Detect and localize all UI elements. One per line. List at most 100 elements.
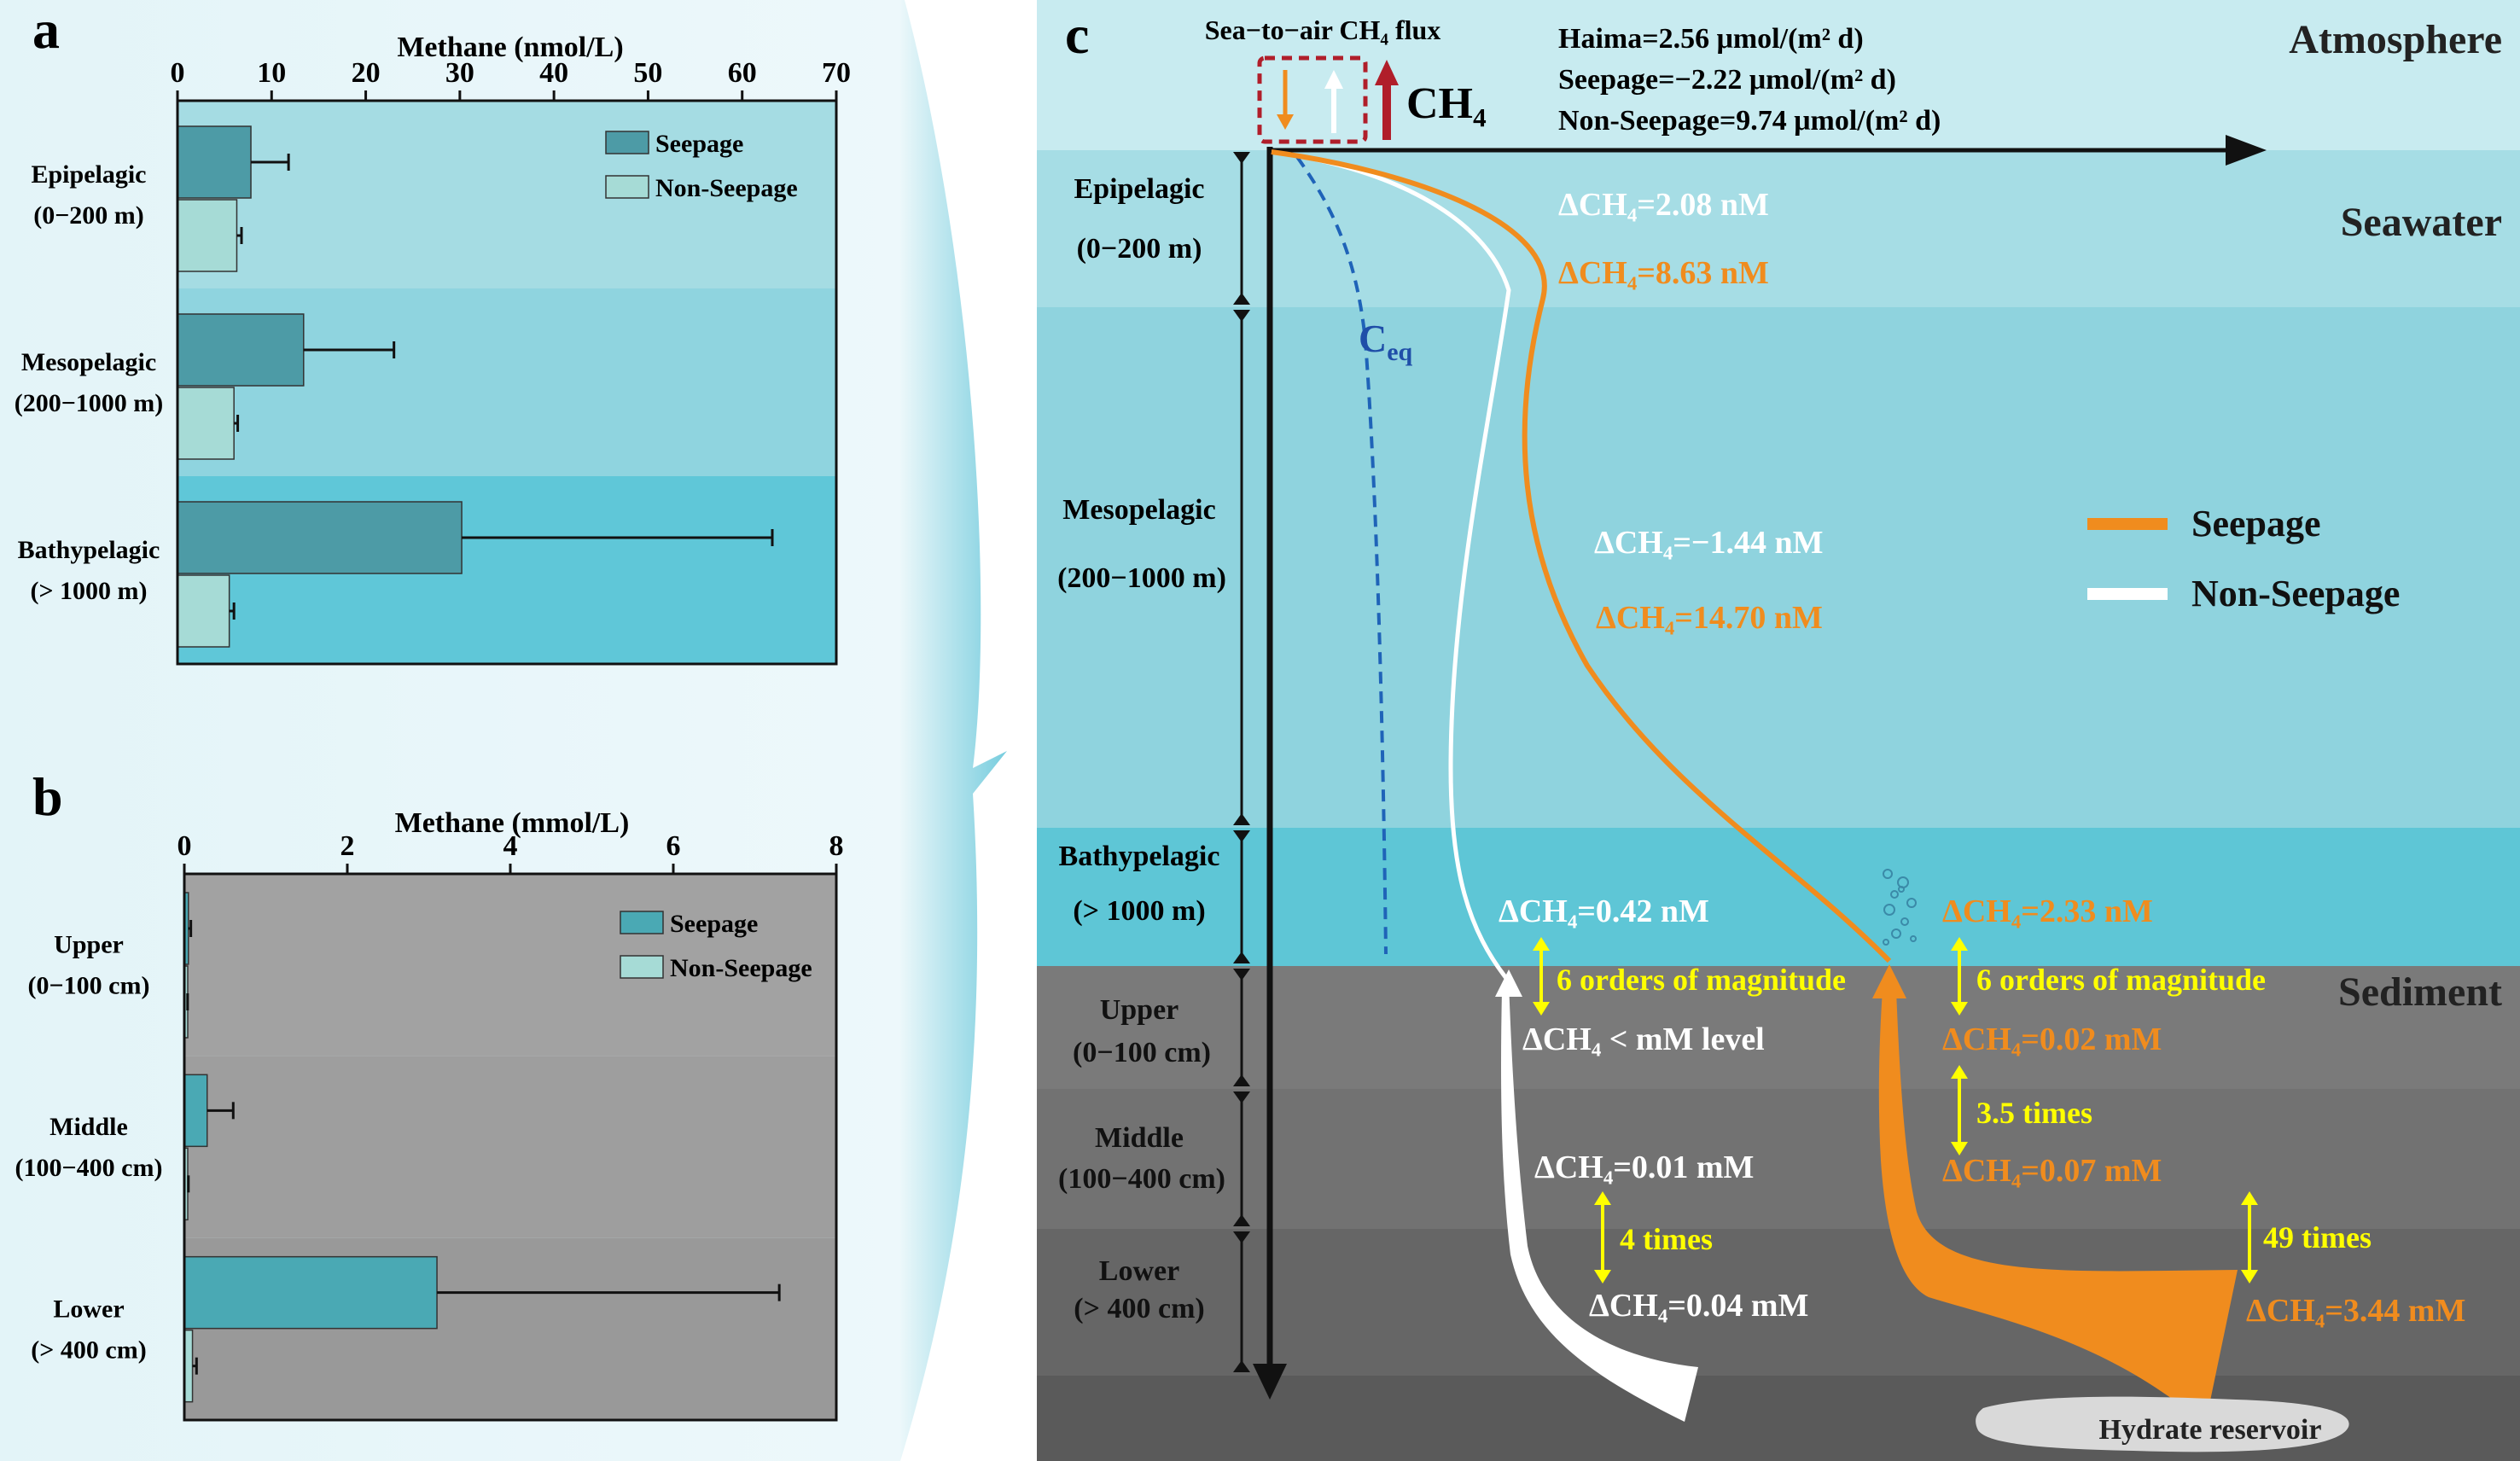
ann-white-upper: ΔCH₄ < mM level [1522,1022,1765,1057]
hydrate-reservoir-label: Hydrate reservoir [2099,1414,2322,1446]
layer-bathypelagic-range: (> 1000 m) [1073,895,1205,927]
panel-c-letter: c [1065,4,1089,65]
ann-yellow-non-seepage-orders: 6 orders of magnitude [1557,963,1846,997]
ann-white-epipelagic: ΔCH₄=2.08 nM [1558,187,1769,223]
mesopelagic-band [1037,307,2520,828]
b-xtick-label-1: 2 [340,830,355,862]
methane-bubbles [1883,869,1917,946]
panel-b-xlabel: Methane (mmol/L) [395,807,630,839]
a-legend-label-0: Seepage [655,130,743,158]
a-xtick-label-0: 0 [171,57,185,89]
seepage-sediment-flow [1878,990,2238,1425]
a-band-0 [178,101,836,288]
layer-epipelagic-range: (0−200 m) [1077,233,1202,265]
b-legend-label-0: Seepage [670,910,758,938]
ceq-sub: eq [1387,338,1412,366]
b-band-0 [184,874,836,1056]
ann-yellow-seepage-orders: 6 orders of magnitude [1976,963,2266,997]
ann-white-mesopelagic: ΔCH₄=−1.44 nM [1594,525,1824,561]
a-legend-label-1: Non-Seepage [655,174,798,202]
panel-a-frame [176,99,838,666]
bathypelagic-band [1037,828,2520,966]
seepage-sediment-arrowhead [1872,964,1906,998]
b-category-1: Middle [49,1113,128,1141]
a-xtick-label-6: 60 [728,57,757,89]
a-category-range-1: (200−1000 m) [15,389,164,417]
layer-upper-range: (0−100 cm) [1073,1037,1211,1068]
b-category-range-2: (> 400 cm) [31,1336,146,1364]
layer-epipelagic: Epipelagic [1074,173,1204,205]
ch4-label: CH₄ [1406,79,1487,128]
a-category-1: Mesopelagic [21,348,156,376]
ann-orange-upper: ΔCH₄=0.02 mM [1942,1022,2162,1057]
b-legend-swatch-0 [620,911,664,934]
panel-a-letter: a [32,0,60,60]
panel-a-xlabel: Methane (nmol/L) [397,32,623,63]
ann-orange-middle: ΔCH₄=0.07 mM [1942,1153,2162,1189]
ann-orange-mesopelagic: ΔCH₄=14.70 nM [1596,600,1823,636]
ann-yellow-4-times: 4 times [1620,1222,1713,1256]
a-bar-seepage-2 [177,501,463,574]
sediment-middle-band [1037,1089,2520,1229]
b-xtick-label-0: 0 [178,830,192,862]
layer-mesopelagic: Mesopelagic [1062,494,1215,526]
zone-atmosphere: Atmosphere [2289,17,2502,62]
seepage-flux-down-head [1277,114,1294,130]
a-bar-seepage-1 [177,313,305,387]
a-xtick-label-1: 10 [257,57,286,89]
b-category-range-0: (0−100 cm) [28,972,150,1000]
a-category-0: Epipelagic [31,160,146,189]
b-bar-seepage-2 [183,1255,438,1330]
b-legend-label-1: Non-Seepage [670,954,812,982]
a-bar-non-seepage-0 [177,199,238,272]
b-band-1 [184,1056,836,1238]
zone-sediment: Sediment [2338,969,2502,1015]
sediment-upper-band [1037,966,2520,1089]
haima-flux-up-head [1375,60,1399,85]
layer-mesopelagic-range: (200−1000 m) [1057,562,1226,594]
panel-b-letter: b [32,766,63,827]
flux-haima: Haima=2.56 μmol/(m² d) [1558,23,1864,55]
a-bar-non-seepage-1 [177,387,235,460]
layer-middle: Middle [1095,1122,1184,1154]
a-category-range-0: (0−200 m) [33,201,144,230]
b-category-0: Upper [54,931,124,959]
depth-axis-head [1253,1364,1287,1400]
layer-lower-range: (> 400 cm) [1074,1293,1204,1324]
non-seepage-sediment-flow [1501,981,1698,1422]
flux-non-seepage: Non-Seepage=9.74 μmol/(m² d) [1558,105,1941,137]
a-bar-seepage-0 [177,125,252,199]
a-category-2: Bathypelagic [18,536,160,564]
b-xtick-label-4: 8 [829,830,844,862]
legend-non-seepage-label: Non-Seepage [2191,573,2400,614]
a-xtick-label-5: 50 [633,57,662,89]
a-xtick-label-4: 40 [539,57,568,89]
non-seepage-sediment-arrowhead [1495,969,1522,997]
layer-lower: Lower [1099,1255,1179,1287]
non-seepage-flux-up-head [1324,70,1343,89]
ann-orange-lower: ΔCH₄=3.44 mM [2246,1293,2465,1329]
layer-upper: Upper [1100,994,1179,1026]
hydrate-reservoir [1976,1396,2349,1452]
yellow-double-arrows [1533,937,2258,1283]
ceq-label: Ceq [1359,317,1413,366]
ann-orange-bathypelagic: ΔCH₄=2.33 nM [1942,893,2153,929]
legend-seepage-label: Seepage [2191,503,2321,544]
layer-bathypelagic: Bathypelagic [1059,841,1220,872]
b-legend-swatch-1 [620,955,664,979]
non-seepage-water-profile [1271,149,1511,983]
ann-white-bathypelagic: ΔCH₄=0.42 nM [1499,893,1709,929]
connector-arrow [900,0,1007,1461]
a-category-range-2: (> 1000 m) [30,577,147,605]
epipelagic-band [1037,150,2520,307]
a-legend-swatch-1 [605,175,649,199]
a-xtick-label-2: 20 [352,57,381,89]
ann-white-middle: ΔCH₄=0.01 mM [1534,1150,1754,1185]
b-xtick-label-3: 6 [666,830,681,862]
flux-seepage: Seepage=−2.22 μmol/(m² d) [1558,64,1896,96]
ann-yellow-3-5-times: 3.5 times [1976,1096,2092,1130]
b-category-2: Lower [53,1295,124,1323]
